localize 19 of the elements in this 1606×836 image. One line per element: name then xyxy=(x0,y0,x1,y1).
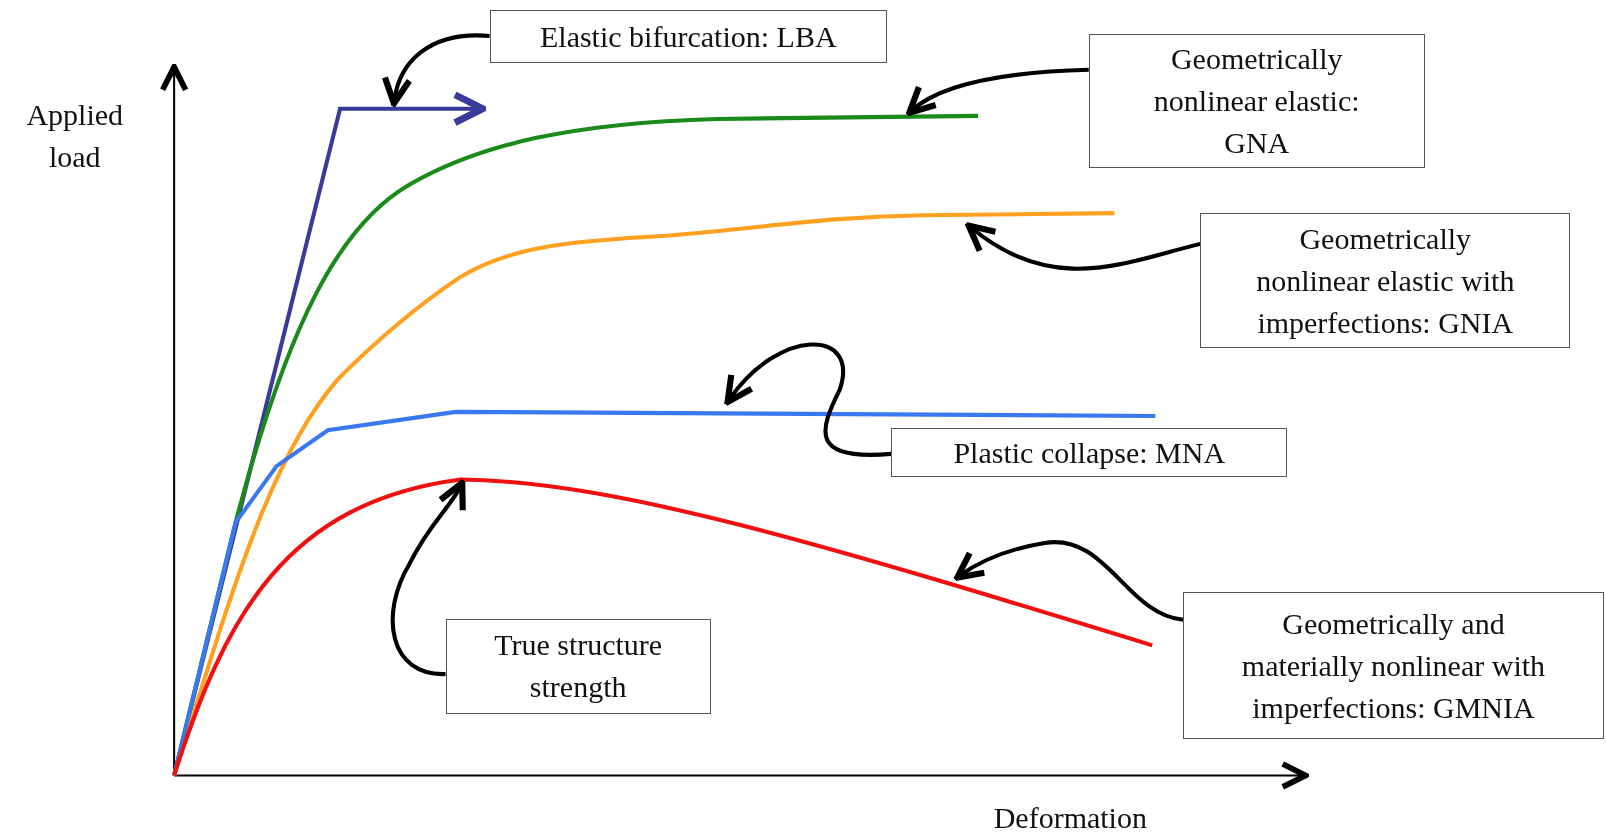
label-box xyxy=(891,428,1288,478)
leader-arrow xyxy=(906,67,1089,116)
label-text: Plastic collapse: MNA xyxy=(953,434,1226,471)
x-axis-label: Deformation xyxy=(992,799,1148,836)
leader-arrow xyxy=(383,33,490,107)
label-box xyxy=(1183,592,1604,740)
label-box xyxy=(1200,213,1571,349)
label-box xyxy=(489,10,887,64)
label-text: True structure strength xyxy=(493,627,664,706)
label-text: Geometrically and materially nonlinear with imperfections: GMNIA xyxy=(1240,605,1547,726)
label-text: Geometrically nonlinear elastic: GNA xyxy=(1152,40,1361,161)
label-text: Elastic bifurcation: LBA xyxy=(539,18,837,55)
y-axis-label: Applied load xyxy=(25,97,125,176)
leader-arrow xyxy=(724,342,892,457)
leader-arrow xyxy=(954,540,1184,622)
leader-arrow xyxy=(965,222,1201,271)
leader-arrow xyxy=(390,479,466,677)
label-box xyxy=(1088,33,1425,168)
label-text: Geometrically nonlinear elastic with imperfections: GNIA xyxy=(1255,220,1516,341)
